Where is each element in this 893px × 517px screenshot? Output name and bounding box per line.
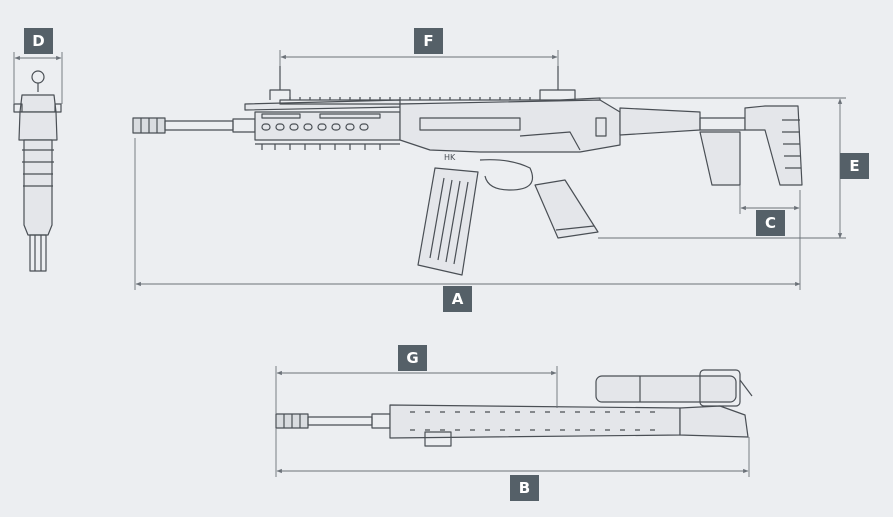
- label-c: C: [764, 214, 776, 232]
- dimension-lines: [13, 50, 846, 477]
- buffer-tube: [619, 107, 746, 136]
- top-muzzle: [275, 413, 309, 429]
- top-view: [275, 369, 753, 447]
- label-b-badge: B: [510, 475, 539, 501]
- rear-sight: [539, 66, 576, 100]
- side-view: HK: [132, 66, 803, 276]
- label-a-badge: A: [443, 286, 472, 312]
- top-handguard: [389, 404, 681, 447]
- label-d-badge: D: [24, 28, 53, 54]
- label-g: G: [406, 349, 419, 367]
- trigger-guard: [479, 159, 534, 191]
- label-g-badge: G: [398, 345, 427, 371]
- receiver: [399, 99, 621, 153]
- logo-marking: HK: [444, 153, 456, 162]
- label-b: B: [518, 479, 531, 497]
- folded-stock: [595, 369, 753, 407]
- magazine: [417, 167, 479, 276]
- front-sight: [269, 66, 291, 100]
- barrel: [164, 118, 256, 133]
- label-e: E: [849, 157, 860, 175]
- stock: [699, 105, 803, 186]
- label-a: A: [451, 290, 464, 308]
- label-f: F: [423, 32, 434, 50]
- top-receiver: [679, 405, 749, 438]
- label-f-badge: F: [414, 28, 443, 54]
- muzzle-device: [132, 117, 166, 134]
- handguard: [244, 99, 401, 150]
- front-view: [13, 70, 62, 272]
- label-d: D: [32, 32, 45, 50]
- top-barrel: [307, 416, 373, 426]
- label-c-badge: C: [756, 210, 785, 236]
- label-e-badge: E: [840, 153, 869, 179]
- pistol-grip: [534, 179, 599, 239]
